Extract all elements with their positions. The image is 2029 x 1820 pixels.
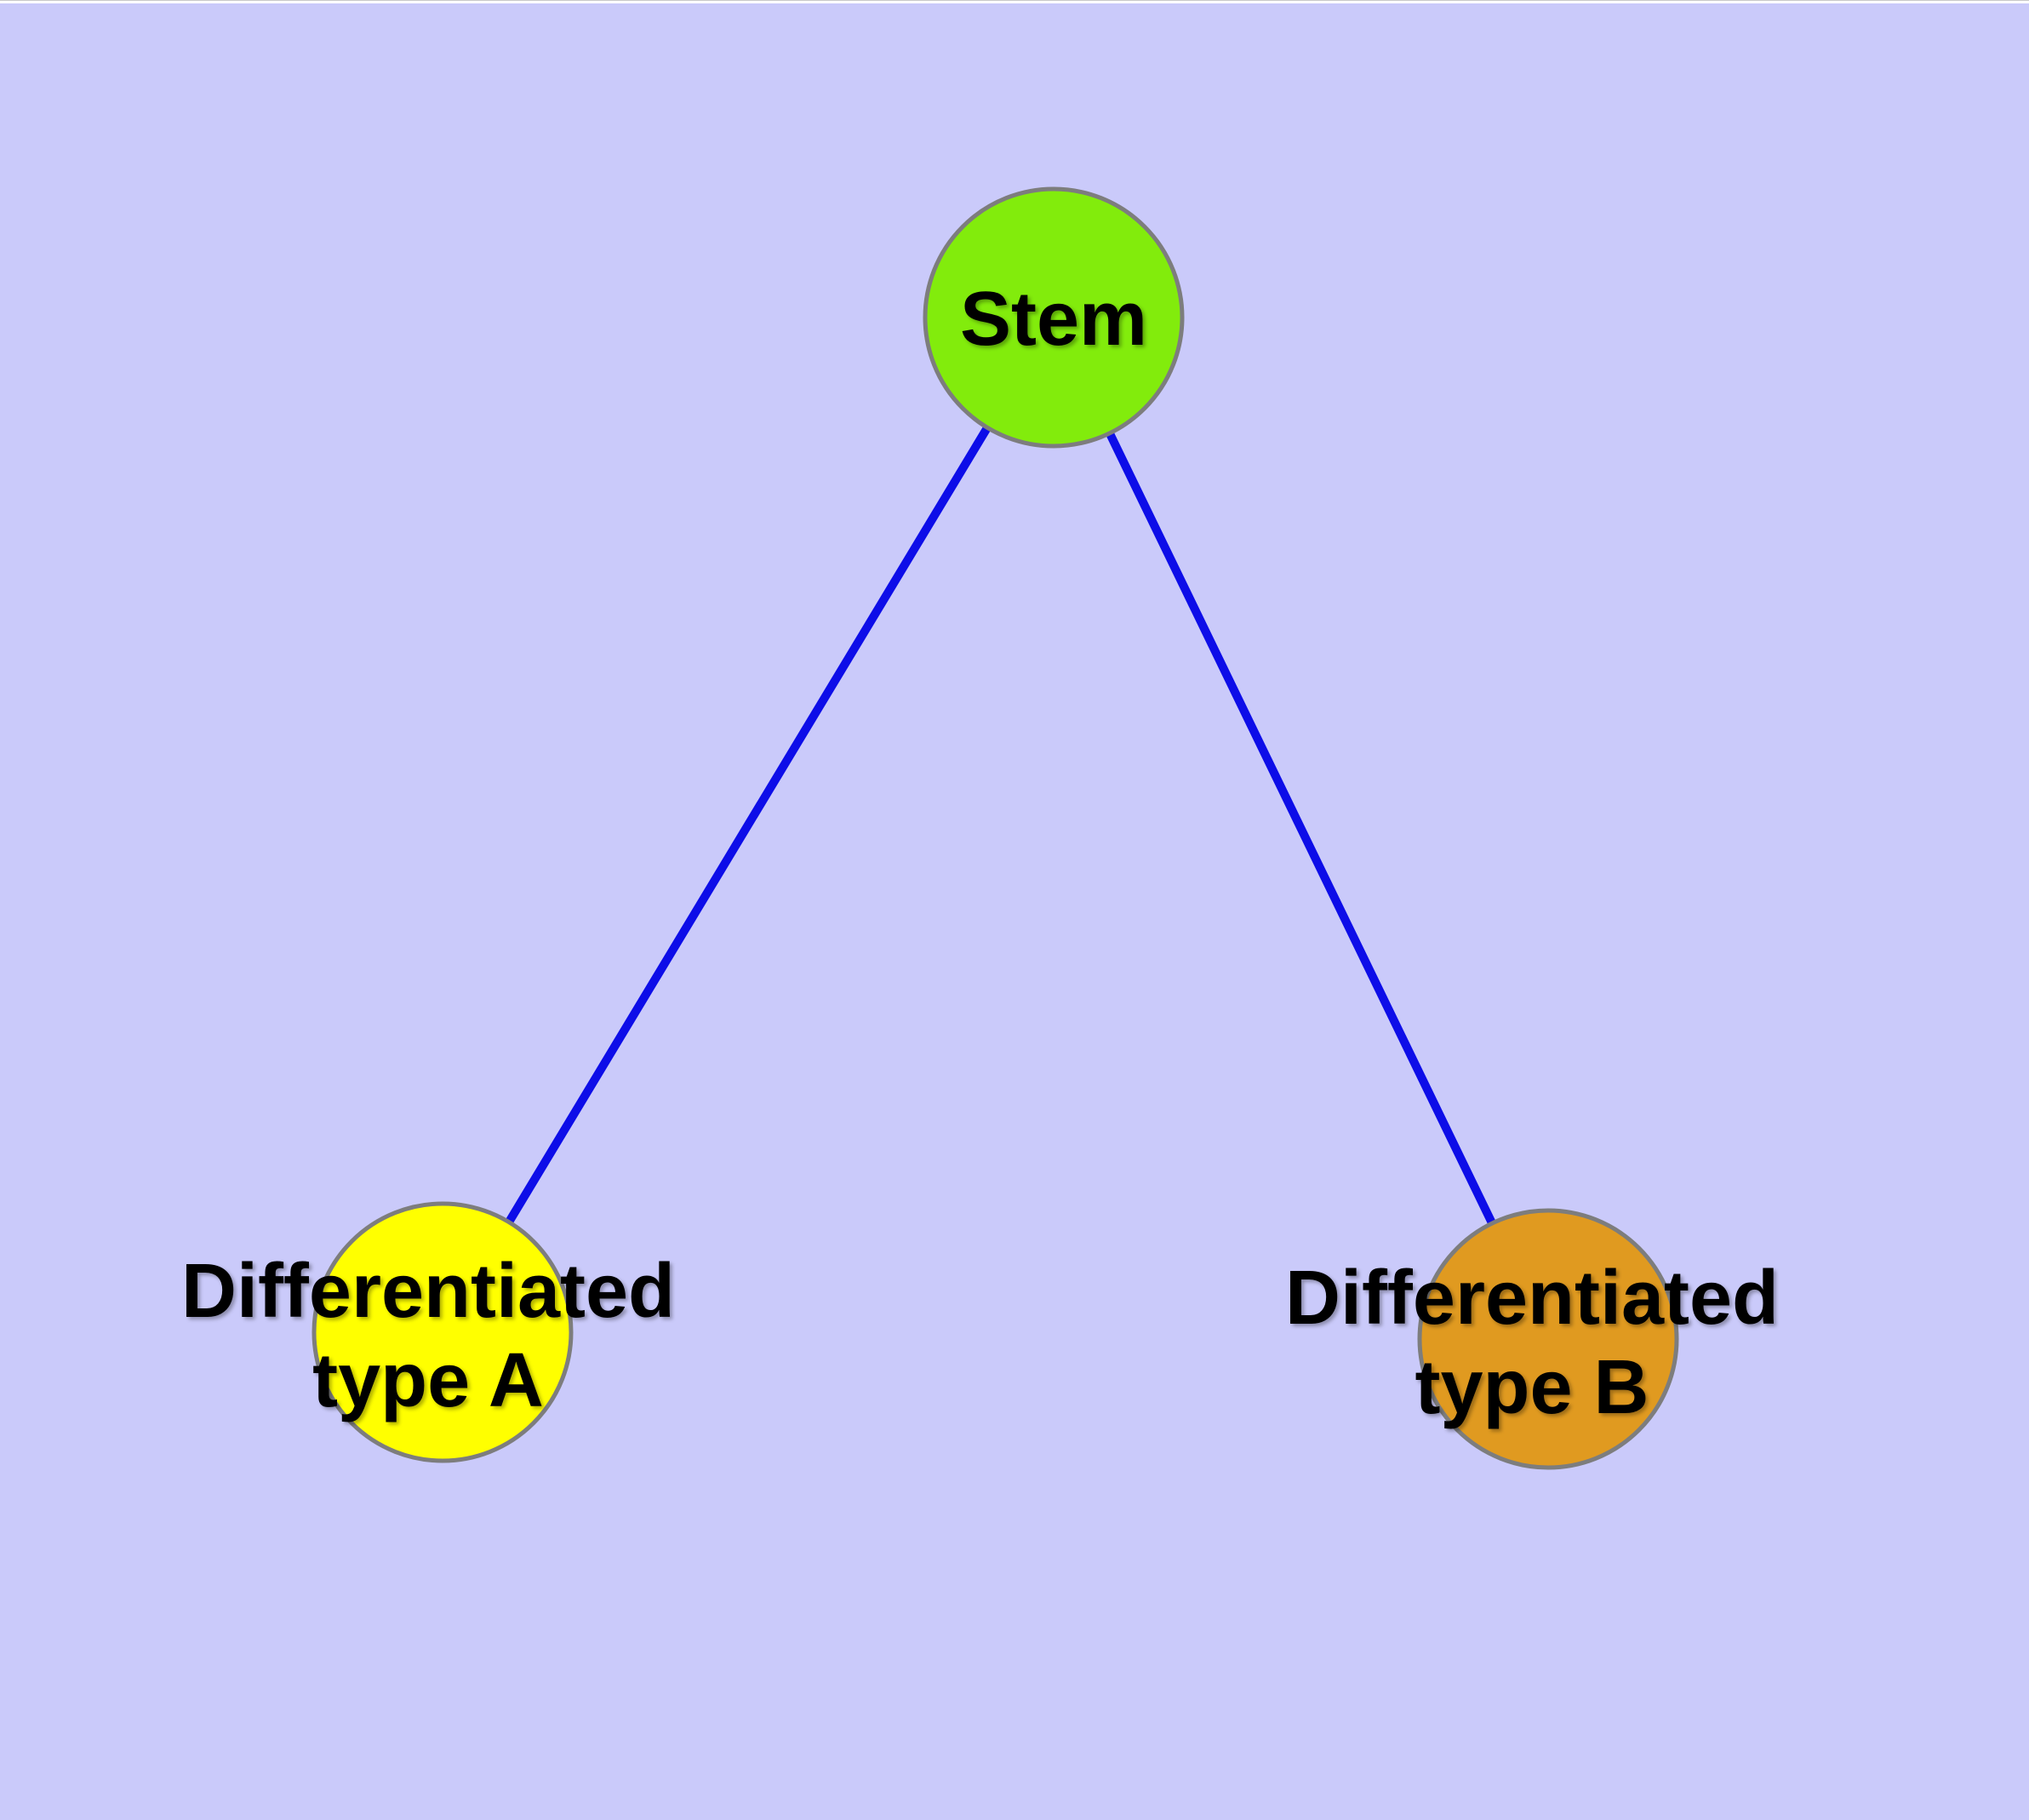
node-type-b-label-line-2: type B (1415, 1345, 1649, 1430)
node-differentiated-type-a[interactable] (311, 1201, 574, 1463)
node-layer (311, 186, 1679, 1470)
node-stem[interactable] (923, 186, 1185, 449)
edge-stem-to-type-b (1049, 315, 1552, 1342)
node-type-b-label-line-1: Differentiated (1285, 1256, 1779, 1341)
node-type-a-label-line-2: type A (312, 1338, 544, 1423)
label-layer: Stem Differentiated type A Differentiate… (181, 277, 1779, 1430)
node-stem-label: Stem (960, 277, 1147, 362)
edge-stem-to-type-a (438, 315, 1058, 1335)
window-top-strip (0, 1, 2029, 3)
node-differentiated-type-b[interactable] (1417, 1208, 1679, 1470)
node-type-a-label-line-1: Differentiated (181, 1249, 675, 1334)
edge-layer (438, 315, 1552, 1342)
